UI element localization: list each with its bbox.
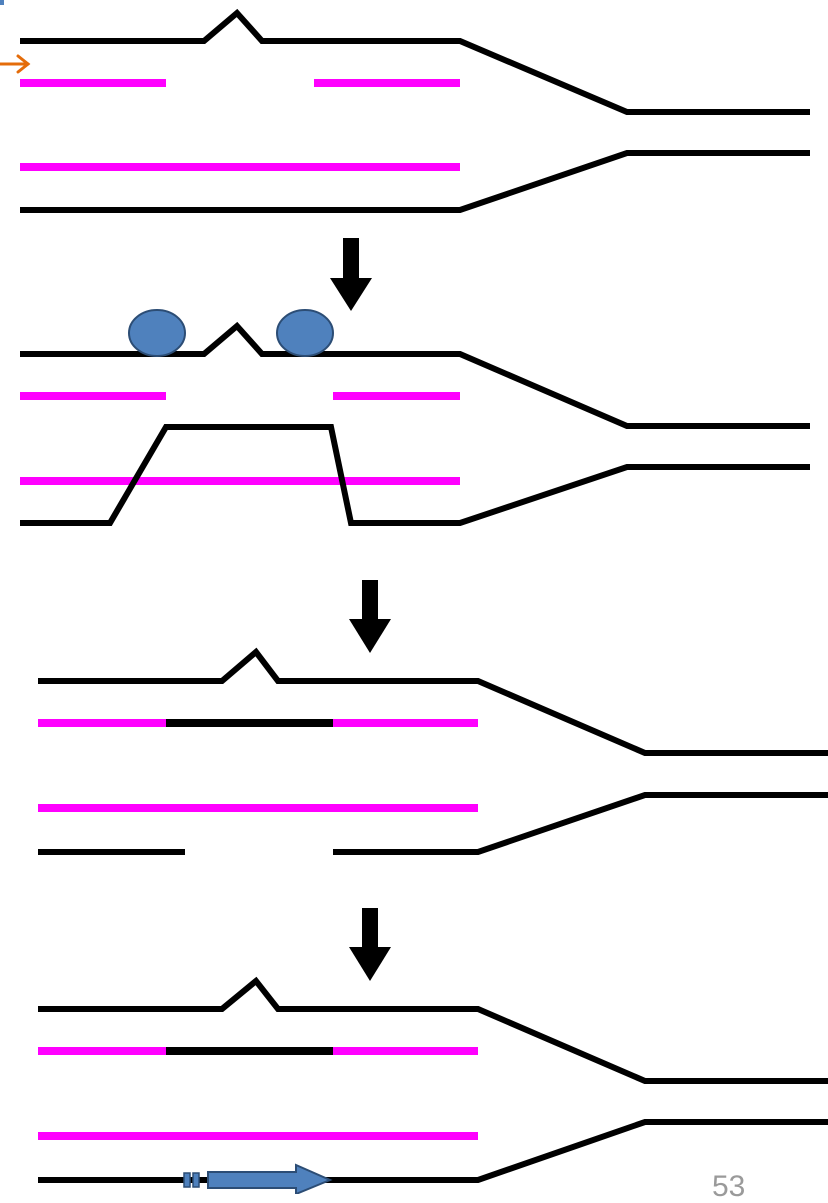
corner-fragment xyxy=(0,0,4,5)
protein-icon xyxy=(276,309,334,357)
top-dna-strand xyxy=(20,8,810,115)
bottom-dna-fragment-right xyxy=(333,792,828,855)
bottom-dna-strand xyxy=(38,1119,828,1183)
down-arrow-icon xyxy=(349,908,391,981)
top-dna-strand xyxy=(38,647,828,756)
step-3-strand-resynthesis xyxy=(38,647,828,855)
top-dna-strand xyxy=(38,976,828,1084)
bottom-dna-strand xyxy=(20,150,810,213)
blue-arrow-icon xyxy=(183,1163,333,1194)
down-arrow-icon xyxy=(330,238,372,311)
step-1-initial-mismatch xyxy=(20,8,810,213)
top-dna-strand xyxy=(20,321,810,429)
step-4-ligation xyxy=(38,976,828,1194)
down-arrow-icon xyxy=(349,580,391,653)
page-number: 53 xyxy=(712,1170,746,1203)
orange-arrow-icon xyxy=(0,54,31,74)
protein-icon xyxy=(128,309,186,357)
bottom-dna-strand-displaced xyxy=(20,424,810,526)
step-2-protein-binding-excision xyxy=(20,309,810,526)
